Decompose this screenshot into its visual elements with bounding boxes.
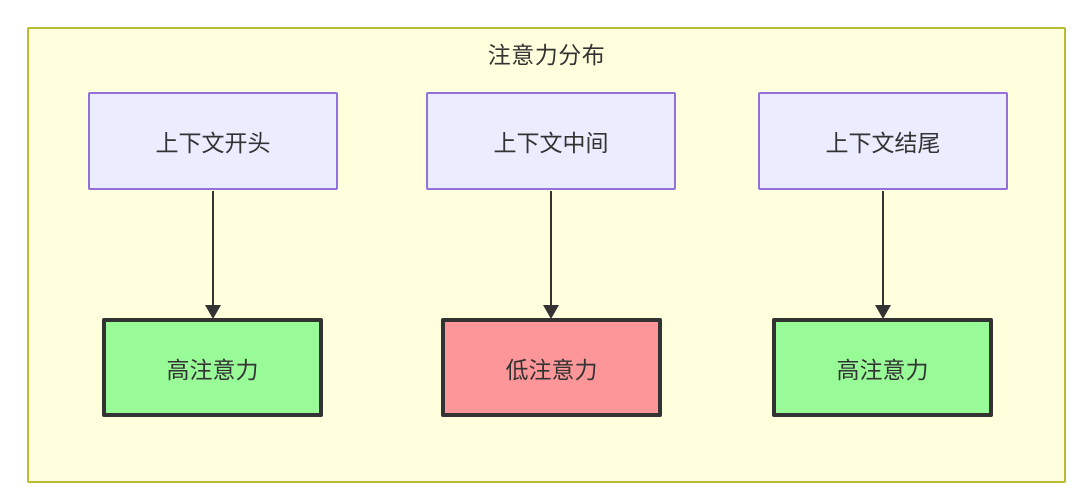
- node-context-middle-label: 上下文中间: [493, 130, 609, 156]
- node-attention-middle-label: 低注意力: [505, 356, 598, 383]
- node-context-end[interactable]: 上下文结尾: [758, 92, 1008, 190]
- node-attention-start[interactable]: 高注意力: [102, 318, 323, 417]
- node-context-end-label: 上下文结尾: [825, 130, 941, 156]
- node-context-start[interactable]: 上下文开头: [88, 92, 338, 190]
- node-attention-end-label: 高注意力: [836, 356, 929, 383]
- node-attention-start-label: 高注意力: [166, 356, 259, 383]
- node-attention-middle[interactable]: 低注意力: [441, 318, 662, 417]
- subgraph-title: 注意力分布: [487, 42, 606, 68]
- node-attention-end[interactable]: 高注意力: [772, 318, 993, 417]
- node-context-middle[interactable]: 上下文中间: [426, 92, 676, 190]
- node-context-start-label: 上下文开头: [155, 130, 271, 156]
